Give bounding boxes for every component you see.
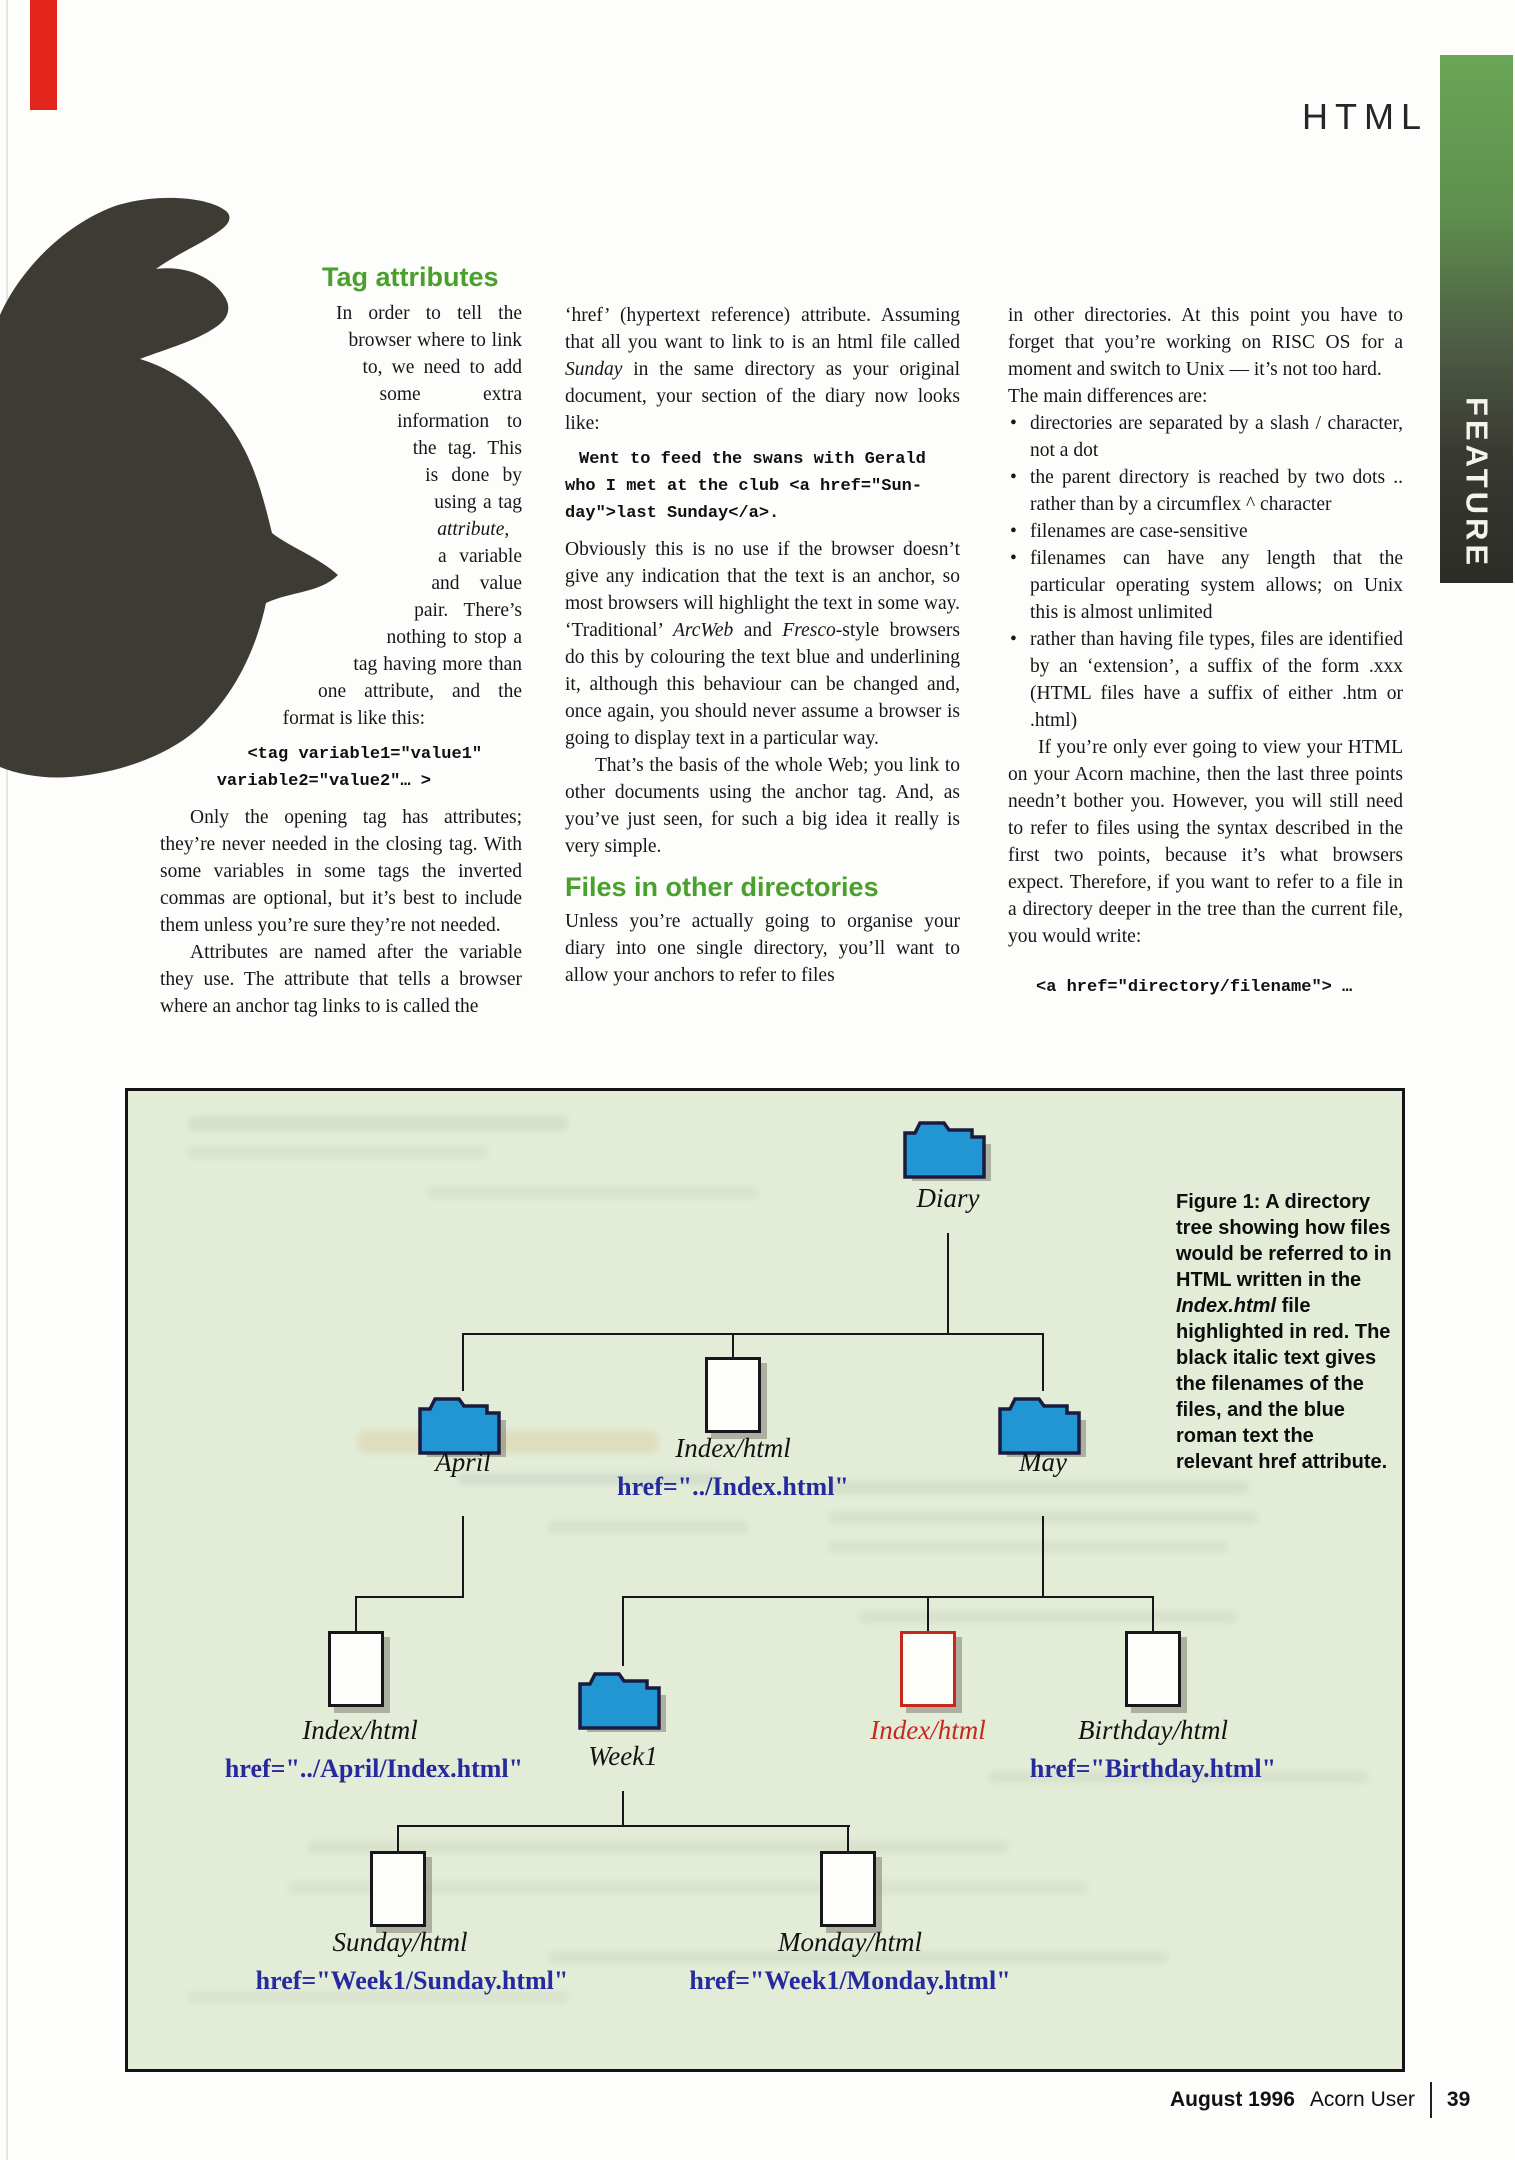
footer-separator	[1429, 2082, 1432, 2118]
file-icon-index-root	[705, 1357, 761, 1433]
bleed-through-texture	[548, 1521, 748, 1533]
node-label-index-april: Index/html	[302, 1715, 418, 1745]
page-footer: August 1996 Acorn User 39	[1170, 2082, 1470, 2118]
folder-icon-april	[418, 1397, 506, 1457]
bleed-through-texture	[188, 1146, 488, 1159]
folder-icon-may	[998, 1397, 1086, 1457]
tree-connector	[356, 1596, 464, 1598]
file-icon-sunday	[370, 1851, 426, 1927]
article-column-3: in other directories. At this point you …	[1008, 302, 1403, 1010]
node-href-monday: href="Week1/Monday.html"	[689, 1966, 1011, 1995]
feature-bar: FEATURE	[1440, 55, 1513, 583]
figure-1-directory-tree: Diary April Index/html href="../Index.ht…	[125, 1088, 1405, 2072]
tree-connector	[1042, 1333, 1044, 1391]
tree-connector	[732, 1333, 734, 1357]
code-block-anchor-example: Went to feed the swans with Gerald who I…	[565, 446, 960, 527]
tree-connector	[462, 1333, 464, 1391]
tree-connector	[622, 1791, 624, 1825]
tree-connector	[622, 1596, 1154, 1598]
file-icon-birthday	[1125, 1631, 1181, 1707]
node-label-april: April	[435, 1447, 491, 1477]
page-title: HTML	[1302, 96, 1428, 137]
tree-connector	[1152, 1596, 1154, 1631]
bleed-through-texture	[288, 1881, 1088, 1894]
file-icon-index-may-highlighted	[900, 1631, 956, 1707]
anchor-graphic	[0, 197, 338, 778]
bleed-through-texture	[428, 1186, 758, 1199]
bleed-through-texture	[828, 1541, 1228, 1553]
bullet-item: filenames can have any length that the p…	[1008, 545, 1403, 626]
paragraph-col2-4: Unless you’re actually going to organise…	[565, 911, 960, 986]
figure-caption: Figure 1: A directory tree showing how f…	[1176, 1191, 1392, 1473]
code-line: variable2="value2"… >	[216, 772, 431, 791]
footer-page-number: 39	[1446, 2088, 1471, 2111]
code-block-directory-href: <a href="directory/filename"> …	[1036, 978, 1353, 997]
paragraph-col2-3: That’s the basis of the whole Web; you l…	[565, 755, 960, 857]
tree-connector	[355, 1596, 357, 1631]
bullet-item: directories are separated by a slash / c…	[1008, 410, 1403, 464]
paragraph-col1-2: Only the opening tag has attributes; the…	[160, 807, 522, 936]
spine-red-strip	[30, 0, 57, 110]
bleed-through-texture	[188, 1116, 568, 1131]
paragraph-col2-2: Obviously this is no use if the browser …	[565, 539, 960, 749]
section-heading-tag-attributes: Tag attributes	[322, 262, 499, 292]
node-href-index-root: href="../Index.html"	[617, 1472, 849, 1501]
paragraph-col3-1: in other directories. At this point you …	[1008, 305, 1403, 380]
tree-connector	[397, 1825, 399, 1851]
paragraph-col1-1: In order to tell the browser where to li…	[282, 303, 522, 729]
feature-label: FEATURE	[1459, 396, 1495, 569]
node-label-may: May	[1019, 1447, 1067, 1477]
bullet-item: filenames are case-sensitive	[1008, 518, 1403, 545]
node-href-index-april: href="../April/Index.html"	[224, 1754, 524, 1783]
bleed-through-texture	[458, 1473, 718, 1485]
paragraph-col3-3: If you’re only ever going to view your H…	[1008, 737, 1403, 947]
node-label-sunday: Sunday/html	[332, 1927, 468, 1957]
bleed-through-texture	[858, 1611, 1238, 1623]
code-block-tag-syntax: <tag variable1="value1" variable2="value…	[160, 741, 522, 795]
code-line: who I met at the club <a href="Sun-	[565, 477, 923, 496]
node-label-index-may-highlighted: Index/html	[870, 1715, 986, 1745]
folder-icon-diary	[903, 1121, 991, 1181]
node-label-index-root: Index/html	[675, 1433, 791, 1463]
tree-connector	[398, 1825, 850, 1827]
article-column-1: Tag attributes In order to tell the brow…	[160, 262, 522, 1020]
paragraph-col2-1: ‘href’ (hypertext reference) attribute. …	[565, 305, 960, 434]
bullet-item: the parent directory is reached by two d…	[1008, 464, 1403, 518]
code-line: day">last Sunday</a>.	[565, 504, 780, 523]
node-href-birthday: href="Birthday.html"	[1029, 1754, 1277, 1783]
bleed-through-texture	[548, 1951, 1168, 1964]
bleed-through-texture	[188, 1991, 568, 2003]
bleed-through-texture	[828, 1481, 1248, 1494]
file-icon-index-april	[328, 1631, 384, 1707]
paragraph-col1-3: Attributes are named after the variable …	[160, 942, 522, 1017]
tree-connector	[463, 1333, 1044, 1335]
tree-connector	[847, 1825, 849, 1851]
article-column-2: ‘href’ (hypertext reference) attribute. …	[565, 302, 960, 989]
section-heading-files-in-other-directories: Files in other directories	[565, 872, 879, 902]
node-label-week1: Week1	[588, 1741, 658, 1771]
footer-issue-date: August 1996	[1170, 2088, 1295, 2111]
folder-icon-week1	[578, 1672, 666, 1732]
bullet-item: rather than having file types, files are…	[1008, 626, 1403, 734]
node-label-monday: Monday/html	[778, 1927, 922, 1957]
tree-connector	[622, 1596, 624, 1666]
scan-edge-line	[6, 0, 8, 2160]
bleed-through-texture	[988, 1771, 1368, 1783]
node-href-sunday: href="Week1/Sunday.html"	[255, 1966, 569, 1995]
tree-connector	[947, 1233, 949, 1333]
node-label-diary: Diary	[916, 1183, 980, 1213]
tree-connector	[462, 1516, 464, 1596]
tree-connector	[1042, 1516, 1044, 1596]
bleed-through-texture	[308, 1841, 1008, 1854]
node-label-birthday: Birthday/html	[1078, 1715, 1228, 1745]
paragraph-col3-2: The main differences are:	[1008, 386, 1208, 407]
footer-magazine-name: Acorn User	[1309, 2088, 1415, 2111]
tree-connector	[927, 1596, 929, 1631]
file-icon-monday	[820, 1851, 876, 1927]
code-line: <tag variable1="value1"	[247, 745, 483, 764]
code-line: Went to feed the swans with Gerald	[579, 450, 926, 469]
